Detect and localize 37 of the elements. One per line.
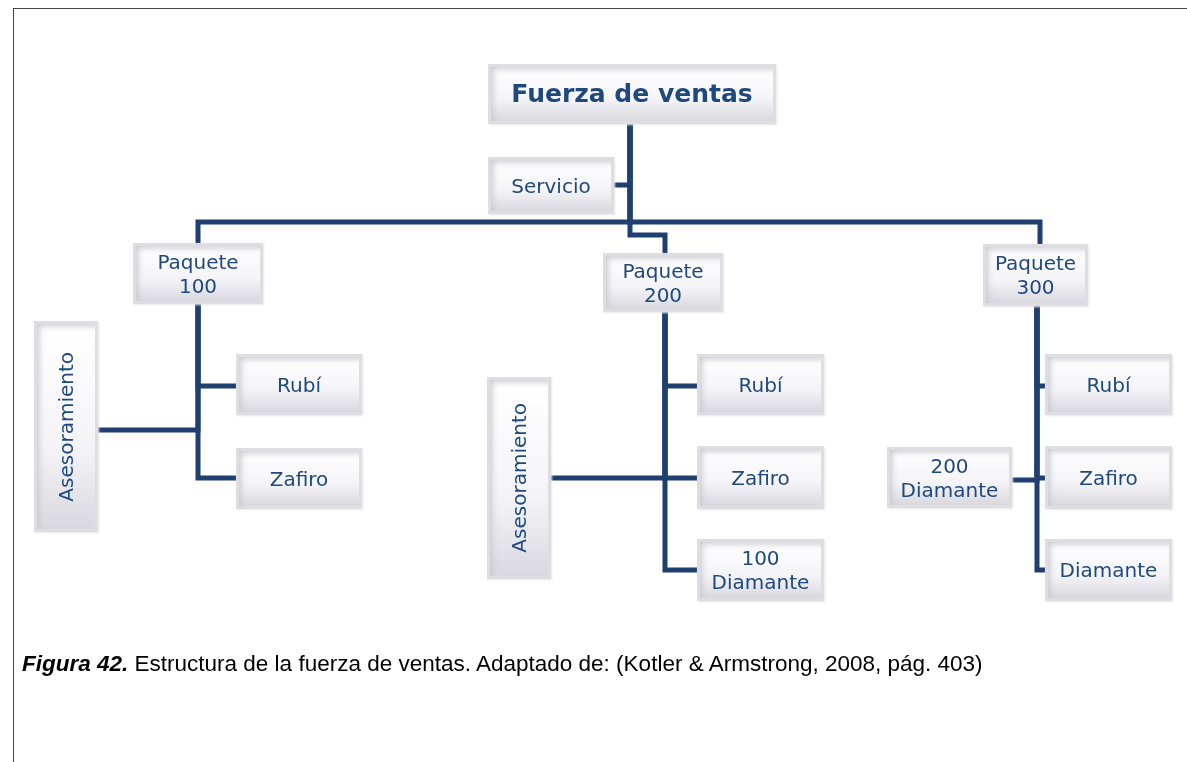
box-label: Paquete 200 bbox=[621, 258, 705, 307]
box-label: Rubí bbox=[277, 372, 321, 397]
org-box bbox=[887, 447, 1012, 508]
box-label: Asesoramiento bbox=[507, 403, 531, 553]
org-box bbox=[1045, 539, 1172, 601]
connector-line bbox=[627, 124, 1043, 244]
box-label: Zafiro bbox=[269, 466, 329, 491]
box-label: 100 Diamante bbox=[710, 546, 811, 594]
connector-line bbox=[662, 312, 697, 573]
org-box bbox=[697, 539, 824, 601]
org-box bbox=[697, 354, 824, 415]
vertical-box bbox=[34, 321, 98, 532]
box-label: Asesoramiento bbox=[54, 351, 78, 502]
org-box bbox=[236, 354, 362, 415]
org-box bbox=[133, 243, 263, 304]
box-label: Paquete 300 bbox=[993, 251, 1078, 299]
box-label: Diamante bbox=[1059, 558, 1158, 582]
box-label: Zafiro bbox=[1079, 465, 1138, 490]
box-label: Paquete 100 bbox=[156, 249, 240, 298]
box-label: Servicio bbox=[511, 173, 591, 198]
org-box bbox=[1045, 446, 1172, 509]
connector-line bbox=[1034, 306, 1045, 573]
org-box bbox=[1045, 354, 1172, 415]
box-label: 200 Diamante bbox=[899, 453, 1000, 502]
org-box bbox=[488, 64, 776, 124]
box-label: Rubí bbox=[1086, 372, 1131, 397]
org-box bbox=[603, 253, 723, 312]
org-box bbox=[236, 448, 362, 509]
box-label: Fuerza de ventas bbox=[511, 79, 753, 109]
vertical-box bbox=[487, 377, 551, 579]
connector-line bbox=[195, 304, 236, 481]
figure-caption: Figura 42. Estructura de la fuerza de ventas. Adaptado de: (Kotler & Armstrong, 2008, pág. 403) bbox=[22, 650, 984, 678]
box-label: Zafiro bbox=[731, 465, 790, 490]
org-box bbox=[697, 446, 824, 509]
org-box bbox=[983, 244, 1088, 306]
box-label: Rubí bbox=[738, 372, 783, 397]
org-box bbox=[488, 157, 614, 214]
